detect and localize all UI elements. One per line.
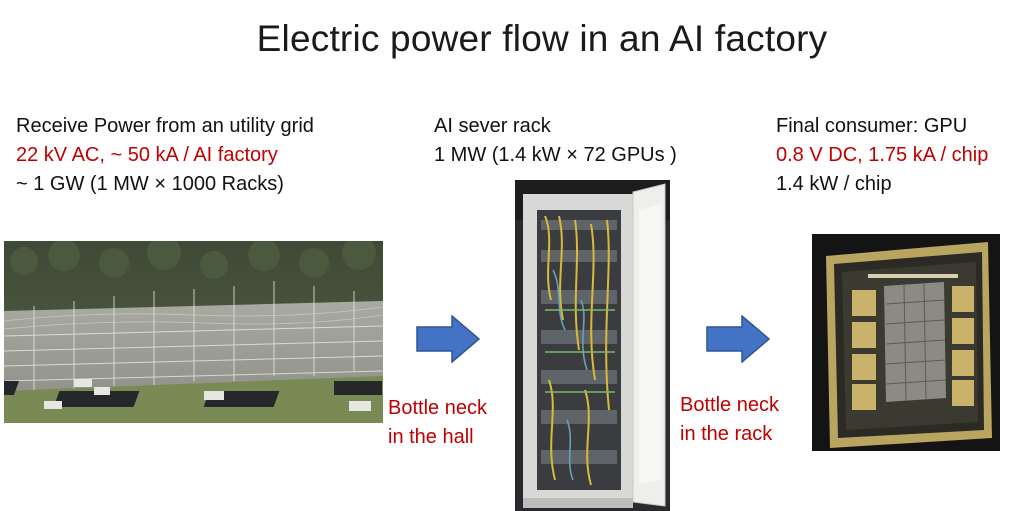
- utility-grid-total: ~ 1 GW (1 MW × 1000 Racks): [16, 173, 284, 195]
- arrow-right-icon: [416, 315, 480, 363]
- bottleneck-hall-label: Bottle neck in the hall: [388, 394, 487, 452]
- rack-power: 1 MW (1.4 kW × 72 GPUs ): [434, 144, 677, 166]
- utility-grid-text: Receive Power from an utility grid 22 kV…: [16, 112, 314, 199]
- utility-grid-heading: Receive Power from an utility grid: [16, 115, 314, 137]
- gpu-chip-image: [812, 234, 1000, 451]
- rack-text: AI sever rack 1 MW (1.4 kW × 72 GPUs ): [434, 112, 677, 170]
- gpu-power: 1.4 kW / chip: [776, 173, 892, 195]
- arrow-right-icon: [706, 315, 770, 363]
- gpu-text: Final consumer: GPU 0.8 V DC, 1.75 kA / …: [776, 112, 988, 199]
- gpu-heading: Final consumer: GPU: [776, 115, 968, 137]
- substation-image: [4, 241, 383, 423]
- bottleneck-rack-line2: in the rack: [680, 423, 773, 445]
- gpu-spec: 0.8 V DC, 1.75 kA / chip: [776, 144, 989, 166]
- page-title: Electric power flow in an AI factory: [256, 18, 828, 59]
- bottleneck-hall-line1: Bottle neck: [388, 397, 487, 419]
- rack-heading: AI sever rack: [434, 115, 551, 137]
- utility-grid-spec: 22 kV AC, ~ 50 kA / AI factory: [16, 144, 278, 166]
- bottleneck-hall-line2: in the hall: [388, 426, 474, 448]
- bottleneck-rack-line1: Bottle neck: [680, 394, 779, 416]
- bottleneck-rack-label: Bottle neck in the rack: [680, 391, 779, 449]
- server-rack-image: [515, 180, 670, 511]
